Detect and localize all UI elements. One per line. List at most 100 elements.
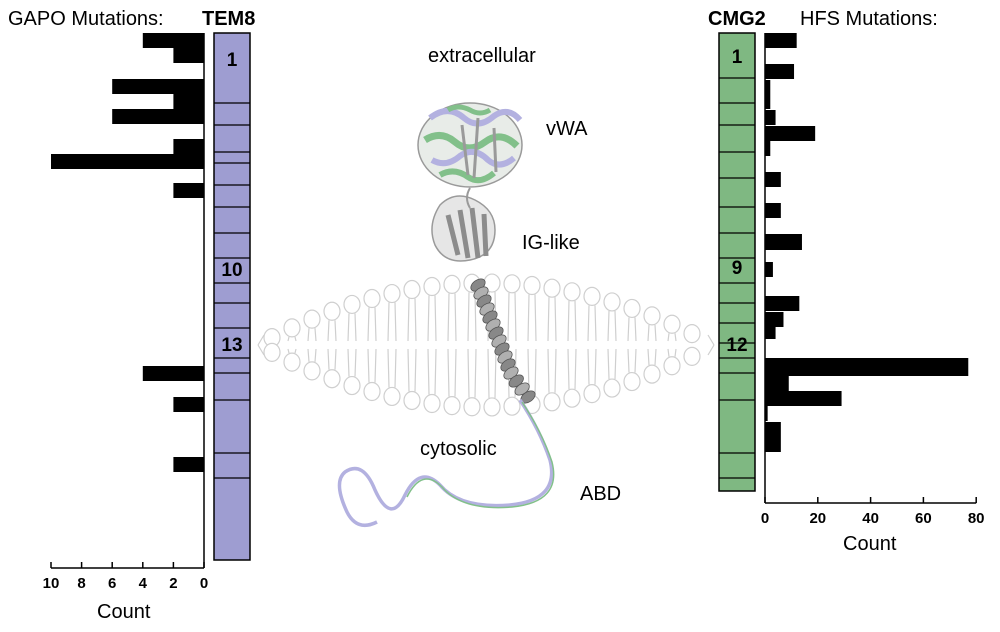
x-tick-label: 0 xyxy=(200,575,208,592)
mutation-bar xyxy=(765,203,781,218)
mutation-bar xyxy=(173,457,204,472)
vwa-domain xyxy=(417,102,523,188)
ig-like-label: IG-like xyxy=(522,232,580,254)
lipid-head xyxy=(443,396,461,416)
lipid-tail xyxy=(287,348,297,354)
mutation-bar xyxy=(173,183,204,198)
x-tick-label: 10 xyxy=(43,575,60,592)
lipid-tail xyxy=(407,348,417,392)
exon-number-label: 1 xyxy=(227,50,238,71)
x-tick-label: 0 xyxy=(761,510,769,527)
x-tick-label: 20 xyxy=(809,510,826,527)
x-tick-label: 6 xyxy=(108,575,116,592)
lipid-head xyxy=(403,279,421,300)
mutation-bar xyxy=(765,391,842,406)
mutation-bar xyxy=(765,422,781,452)
mutation-bar xyxy=(112,79,204,94)
lipid-tail xyxy=(287,336,297,342)
lipid-head xyxy=(423,393,441,414)
x-tick-label: 40 xyxy=(862,510,879,527)
vwa-label: vWA xyxy=(546,118,588,140)
mutation-bar xyxy=(765,110,776,125)
ig-like-domain xyxy=(431,187,496,262)
lipid-head xyxy=(663,356,681,376)
lipid-tail xyxy=(487,348,497,398)
lipid-tail xyxy=(347,348,357,377)
lipid-tail xyxy=(587,305,597,342)
mutation-bar xyxy=(173,48,204,63)
mutation-bar xyxy=(173,139,204,154)
lipid-head xyxy=(543,392,561,412)
transmembrane-helix xyxy=(470,278,536,404)
gapo-mutation-bars xyxy=(51,33,204,472)
cmg2-gene-label: CMG2 xyxy=(708,8,766,30)
mutation-bar xyxy=(765,33,797,48)
lipid-head xyxy=(283,352,301,372)
exon-number-label: 10 xyxy=(221,260,242,281)
extracellular-label: extracellular xyxy=(428,45,536,67)
tem8-gene-label: TEM8 xyxy=(202,8,256,30)
exon-number-label: 12 xyxy=(726,335,747,356)
lipid-tail xyxy=(567,348,577,390)
lipid-tail xyxy=(387,348,397,388)
lipid-head xyxy=(643,364,661,384)
lipid-head xyxy=(463,397,481,417)
lipid-tail xyxy=(547,297,557,342)
lipid-head xyxy=(563,282,581,302)
lipid-bilayer xyxy=(257,273,715,417)
lipid-head xyxy=(303,309,321,329)
lipid-head xyxy=(403,390,421,411)
mutation-bar xyxy=(765,172,781,187)
lipid-tail xyxy=(347,313,357,342)
lipid-head xyxy=(643,306,661,326)
lipid-tail xyxy=(367,307,377,342)
lipid-tail xyxy=(667,348,677,357)
lipid-head xyxy=(603,292,621,312)
lipid-head xyxy=(603,378,621,398)
mutation-bar xyxy=(765,64,795,79)
lipid-head xyxy=(503,274,521,294)
lipid-tail xyxy=(627,317,637,342)
mutation-bar xyxy=(765,262,773,277)
lipid-tail xyxy=(427,295,437,342)
gapo-axis-title: Count xyxy=(97,601,151,623)
exon-column xyxy=(718,32,756,492)
lipid-tail xyxy=(367,348,377,383)
lipid-tail xyxy=(567,300,577,342)
lipid-head xyxy=(483,397,501,417)
lipid-tail xyxy=(507,292,517,342)
lipid-head xyxy=(583,286,601,307)
exon-column xyxy=(213,32,251,561)
mutation-bar xyxy=(765,296,800,311)
lipid-tail xyxy=(387,302,397,342)
lipid-head xyxy=(363,381,381,402)
protein-structure xyxy=(337,102,555,528)
exon-number-label: 1 xyxy=(732,47,743,68)
lipid-head xyxy=(423,276,441,297)
lipid-tail xyxy=(307,348,317,362)
lipid-head xyxy=(683,324,701,344)
lipid-head xyxy=(343,294,361,315)
x-tick-label: 2 xyxy=(169,575,177,592)
hfs-axis-title: Count xyxy=(843,533,897,555)
lipid-tail xyxy=(607,310,617,342)
lipid-tail xyxy=(547,348,557,393)
mutation-bar xyxy=(765,126,816,141)
lipid-head xyxy=(263,342,281,362)
mutation-bar xyxy=(51,154,204,169)
lipid-tail xyxy=(447,348,457,397)
mutation-bar xyxy=(142,33,204,48)
lipid-head xyxy=(443,274,461,294)
lipid-head xyxy=(623,371,641,392)
lipid-tail xyxy=(667,333,677,342)
lipid-tail xyxy=(327,320,337,342)
lipid-head xyxy=(363,288,381,309)
lipid-head xyxy=(283,318,301,338)
x-tick-label: 8 xyxy=(77,575,85,592)
x-tick-label: 80 xyxy=(968,510,985,527)
lipid-head xyxy=(383,386,401,407)
lipid-head xyxy=(323,369,341,389)
lipid-head xyxy=(383,283,401,304)
